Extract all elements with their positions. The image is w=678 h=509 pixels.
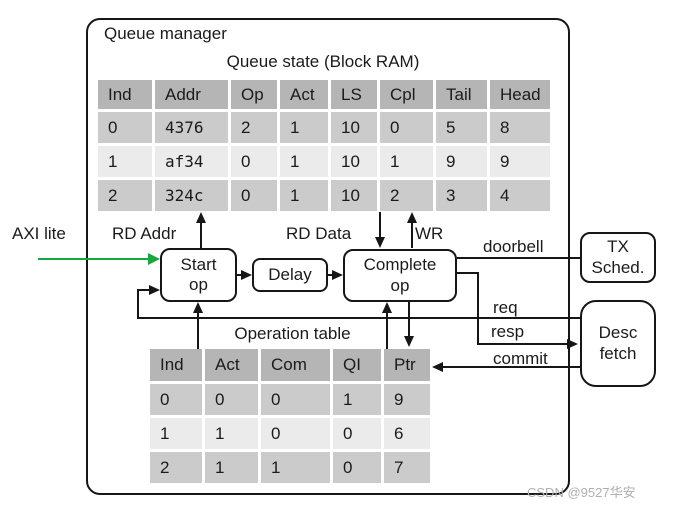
desc-fetch-block: Desc fetch [580, 300, 656, 387]
table-cell: 9 [436, 146, 487, 177]
column-header: QI [333, 349, 381, 381]
table-cell: 1 [205, 452, 258, 483]
table-cell: 10 [331, 112, 377, 143]
wr-label: WR [415, 224, 444, 243]
column-header: Act [205, 349, 258, 381]
table-cell: af34 [155, 146, 228, 177]
column-header: Op [231, 80, 277, 109]
watermark: CSDN @9527华安 [527, 485, 636, 500]
queue-state-table: Ind Addr Op Act LS Cpl Tail Head 0 4376 … [98, 80, 550, 211]
table-cell: 0 [205, 384, 258, 415]
column-header: Com [261, 349, 330, 381]
column-header: Addr [155, 80, 228, 109]
table-cell: 9 [490, 146, 550, 177]
table-cell: 1 [150, 418, 202, 449]
table-cell: 0 [98, 112, 152, 143]
table-cell: 1 [280, 146, 328, 177]
table-cell: 0 [231, 180, 277, 211]
table-cell: 9 [384, 384, 430, 415]
column-header: Act [280, 80, 328, 109]
complete-op-block: Complete op [343, 249, 457, 302]
table-cell: 10 [331, 180, 377, 211]
queue-state-table-title: Queue state (Block RAM) [226, 52, 420, 71]
table-cell: 0 [333, 452, 381, 483]
column-header: LS [331, 80, 377, 109]
rd-data-label: RD Data [286, 224, 352, 243]
table-cell: 3 [436, 180, 487, 211]
table-cell: 8 [490, 112, 550, 143]
table-cell: 324c [155, 180, 228, 211]
table-cell: 4376 [155, 112, 228, 143]
table-cell: 1 [380, 146, 433, 177]
column-header: Ind [98, 80, 152, 109]
rd-addr-label: RD Addr [112, 224, 177, 243]
table-cell: 2 [380, 180, 433, 211]
table-cell: 1 [333, 384, 381, 415]
delay-block: Delay [252, 258, 328, 292]
table-cell: 6 [384, 418, 430, 449]
operation-table-title: Operation table [234, 324, 351, 343]
table-cell: 2 [231, 112, 277, 143]
table-cell: 1 [98, 146, 152, 177]
column-header: Head [490, 80, 550, 109]
doorbell-label: doorbell [483, 237, 544, 256]
table-cell: 5 [436, 112, 487, 143]
column-header: Ind [150, 349, 202, 381]
axi-lite-label: AXI lite [12, 224, 66, 243]
table-cell: 10 [331, 146, 377, 177]
commit-label: commit [493, 349, 548, 368]
table-cell: 1 [261, 452, 330, 483]
resp-label: resp [491, 322, 525, 341]
table-cell: 0 [150, 384, 202, 415]
operation-table: Ind Act Com QI Ptr 0 0 0 1 9 1 1 0 0 6 2… [150, 349, 430, 483]
start-op-block: Start op [160, 248, 237, 302]
req-label: req [493, 298, 518, 317]
table-cell: 7 [384, 452, 430, 483]
table-cell: 0 [380, 112, 433, 143]
queue-manager-title: Queue manager [104, 24, 227, 43]
table-cell: 0 [261, 418, 330, 449]
table-cell: 0 [261, 384, 330, 415]
column-header: Cpl [380, 80, 433, 109]
table-cell: 1 [280, 180, 328, 211]
table-cell: 2 [98, 180, 152, 211]
table-cell: 1 [280, 112, 328, 143]
column-header: Tail [436, 80, 487, 109]
table-cell: 0 [231, 146, 277, 177]
table-cell: 2 [150, 452, 202, 483]
column-header: Ptr [384, 349, 430, 381]
table-cell: 1 [205, 418, 258, 449]
table-cell: 4 [490, 180, 550, 211]
tx-sched-block: TX Sched. [580, 232, 656, 283]
table-cell: 0 [333, 418, 381, 449]
